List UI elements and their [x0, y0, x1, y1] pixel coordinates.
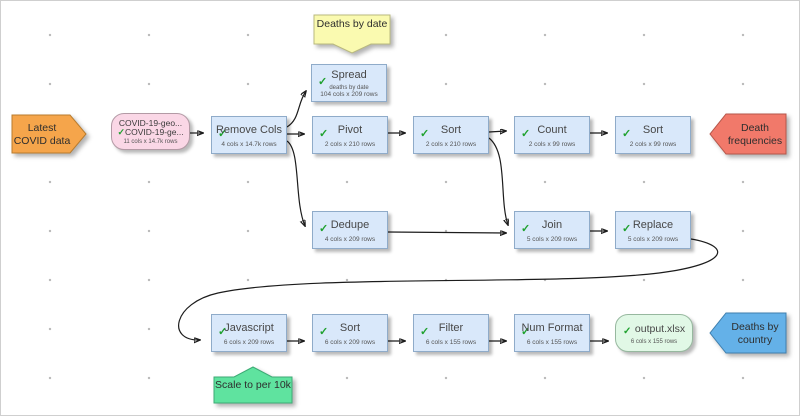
- node-title: Sort: [339, 322, 361, 334]
- node-stats: 6 cols x 155 rows: [526, 339, 578, 346]
- node-title: Num Format: [521, 322, 583, 334]
- node-replace[interactable]: ✓ Replace 5 cols x 209 rows: [615, 211, 691, 249]
- output-marker-death-frequencies[interactable]: Death frequencies: [709, 113, 787, 155]
- node-title: Javascript: [224, 322, 274, 334]
- success-check-icon: ✓: [521, 326, 531, 338]
- node-title: Dedupe: [330, 219, 370, 231]
- success-check-icon: ✓: [623, 326, 632, 337]
- note-label: Scale to per 10k: [215, 379, 291, 391]
- edge-replace-javascript[interactable]: [178, 238, 719, 340]
- node-stats: 104 cols x 209 rows: [320, 91, 378, 98]
- output-marker-label: Deaths by country: [731, 321, 779, 346]
- edge-dedupe-join[interactable]: [387, 232, 506, 233]
- output-marker-deaths-by-country[interactable]: Deaths by country: [709, 312, 787, 354]
- source-filename-line2: ✓COVID-19-ge...: [117, 127, 184, 137]
- success-check-icon: ✓: [319, 326, 329, 338]
- node-stats: 5 cols x 209 rows: [627, 236, 679, 243]
- node-title: Sort: [440, 124, 462, 136]
- node-stats: 6 cols x 209 rows: [324, 339, 376, 346]
- callout-up-shape-icon: [213, 366, 293, 404]
- left-point-shape-icon: [709, 113, 787, 155]
- node-title: Spread: [331, 69, 367, 81]
- node-count[interactable]: ✓ Count 2 cols x 99 rows: [514, 116, 590, 154]
- node-stats: 2 cols x 210 rows: [324, 141, 376, 148]
- success-check-icon: ✓: [218, 128, 228, 140]
- node-title: Remove Cols: [215, 124, 283, 136]
- node-sort-3[interactable]: ✓ Sort 6 cols x 209 rows: [312, 314, 388, 352]
- success-check-icon: ✓: [622, 128, 632, 140]
- edge-removecols-dedupe[interactable]: [286, 140, 305, 226]
- node-filter[interactable]: ✓ Filter 6 cols x 155 rows: [413, 314, 489, 352]
- node-title: Replace: [632, 219, 674, 231]
- success-check-icon: ✓: [521, 128, 531, 140]
- node-stats: 5 cols x 209 rows: [526, 236, 578, 243]
- node-title: Count: [537, 124, 567, 136]
- node-title: Sort: [642, 124, 664, 136]
- node-title: Filter: [438, 322, 464, 334]
- node-pivot[interactable]: ✓ Pivot 2 cols x 210 rows: [312, 116, 388, 154]
- node-title: Join: [541, 219, 563, 231]
- success-check-icon: ✓: [318, 76, 328, 88]
- success-check-icon: ✓: [319, 128, 329, 140]
- node-title: Pivot: [337, 124, 363, 136]
- output-marker-label: Death frequencies: [727, 122, 783, 147]
- node-join[interactable]: ✓ Join 5 cols x 209 rows: [514, 211, 590, 249]
- node-spread[interactable]: ✓ Spread deaths by date 104 cols x 209 r…: [311, 64, 387, 102]
- success-check-icon: ✓: [420, 128, 430, 140]
- edge-removecols-spread[interactable]: [286, 91, 306, 128]
- success-check-icon: ✓: [521, 223, 531, 235]
- note-scale-to-per-10k[interactable]: Scale to per 10k: [213, 366, 293, 404]
- note-deaths-by-date[interactable]: Deaths by date: [313, 14, 391, 54]
- node-stats: 6 cols x 209 rows: [223, 339, 275, 346]
- node-sort-1[interactable]: ✓ Sort 2 cols x 210 rows: [413, 116, 489, 154]
- source-node-covid-19-geo[interactable]: COVID-19-geo... ✓COVID-19-ge... 11 cols …: [111, 113, 190, 150]
- node-stats: 2 cols x 210 rows: [425, 141, 477, 148]
- node-javascript[interactable]: ✓ Javascript 6 cols x 209 rows: [211, 314, 287, 352]
- node-stats: 4 cols x 14.7k rows: [221, 141, 277, 148]
- node-stats: 4 cols x 209 rows: [324, 236, 376, 243]
- success-check-icon: ✓: [319, 223, 329, 235]
- output-node-stats: 6 cols x 155 rows: [630, 339, 678, 345]
- edge-sort1-count[interactable]: [488, 131, 506, 132]
- output-node-output-xlsx[interactable]: ✓ output.xlsx 6 cols x 155 rows: [615, 314, 693, 352]
- success-check-icon: ✓: [218, 326, 228, 338]
- success-check-icon: ✓: [117, 127, 125, 137]
- source-stats: 11 cols x 14.7k rows: [123, 139, 178, 145]
- source-filename-line1: COVID-19-geo...: [118, 118, 183, 128]
- edge-sort1-join[interactable]: [488, 137, 508, 225]
- node-num-format[interactable]: ✓ Num Format 6 cols x 155 rows: [514, 314, 590, 352]
- input-marker-label: Latest COVID data: [13, 122, 71, 147]
- right-arrow-shape-icon: [11, 114, 87, 154]
- left-point-shape-icon: [709, 312, 787, 354]
- node-dedupe[interactable]: ✓ Dedupe 4 cols x 209 rows: [312, 211, 388, 249]
- node-sort-2[interactable]: ✓ Sort 2 cols x 99 rows: [615, 116, 691, 154]
- note-label: Deaths by date: [316, 18, 388, 30]
- output-node-title: output.xlsx: [634, 323, 686, 335]
- success-check-icon: ✓: [622, 223, 632, 235]
- node-stats: 2 cols x 99 rows: [528, 141, 576, 148]
- node-stats: 2 cols x 99 rows: [629, 141, 677, 148]
- success-check-icon: ✓: [420, 326, 430, 338]
- input-marker-latest-covid-data[interactable]: Latest COVID data: [11, 114, 87, 154]
- node-stats: 6 cols x 155 rows: [425, 339, 477, 346]
- node-remove-cols[interactable]: ✓ Remove Cols 4 cols x 14.7k rows: [211, 116, 287, 154]
- node-comment: deaths by date: [329, 85, 369, 91]
- callout-down-shape-icon: [313, 14, 391, 54]
